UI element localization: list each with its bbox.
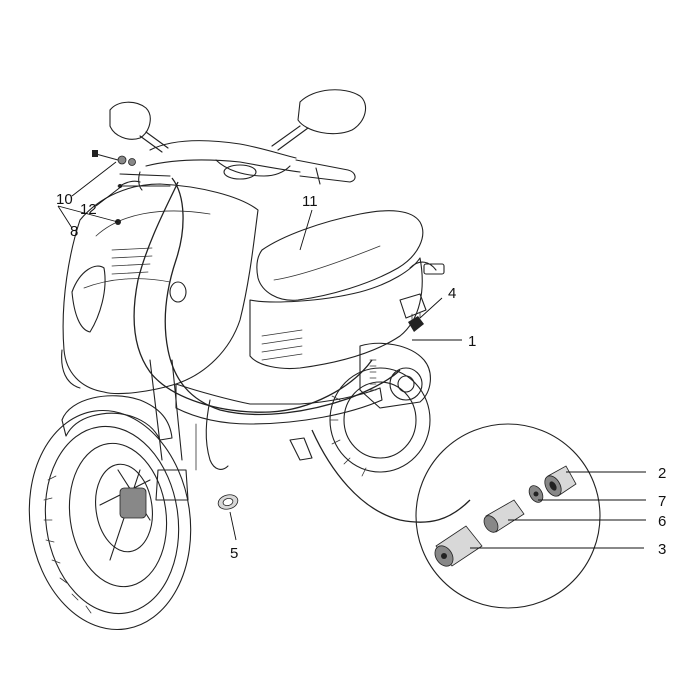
handlebar-assembly	[109, 89, 367, 191]
callout-5: 5	[230, 545, 238, 562]
part-5-ring	[217, 494, 239, 510]
cable-transmission	[133, 181, 373, 413]
callout-6: 6	[658, 513, 666, 530]
engine-unit	[359, 293, 431, 409]
callout-3: 3	[658, 541, 666, 558]
callout-1: 1	[468, 333, 476, 350]
seat	[256, 210, 424, 301]
part-10-12-bolt	[92, 150, 141, 188]
part-4-clip	[408, 311, 424, 332]
front-fork	[149, 359, 189, 501]
callout-12: 12	[80, 201, 97, 218]
callout-4: 4	[448, 285, 456, 302]
rear-wheel	[329, 367, 431, 477]
scooter-illustration	[28, 89, 471, 631]
part-3-cable-sleeve	[434, 525, 483, 567]
callout-labels: 1 2 3 4 5 6 7 8 10 11 12	[56, 191, 666, 562]
front-wheel	[28, 409, 192, 631]
leader-lines	[57, 161, 646, 549]
callout-7: 7	[658, 493, 666, 510]
part-2-cap	[544, 465, 577, 497]
callout-10: 10	[56, 191, 73, 208]
floor-panel	[175, 383, 383, 425]
front-shield	[62, 183, 259, 395]
callout-11: 11	[302, 193, 318, 210]
callout-2: 2	[658, 465, 666, 482]
callout-8: 8	[70, 223, 78, 240]
throttle-cable	[164, 177, 401, 416]
detail-inset	[415, 423, 601, 609]
part-7-nut	[528, 485, 544, 503]
part-6-adjuster	[483, 499, 525, 533]
rear-body	[249, 257, 423, 370]
